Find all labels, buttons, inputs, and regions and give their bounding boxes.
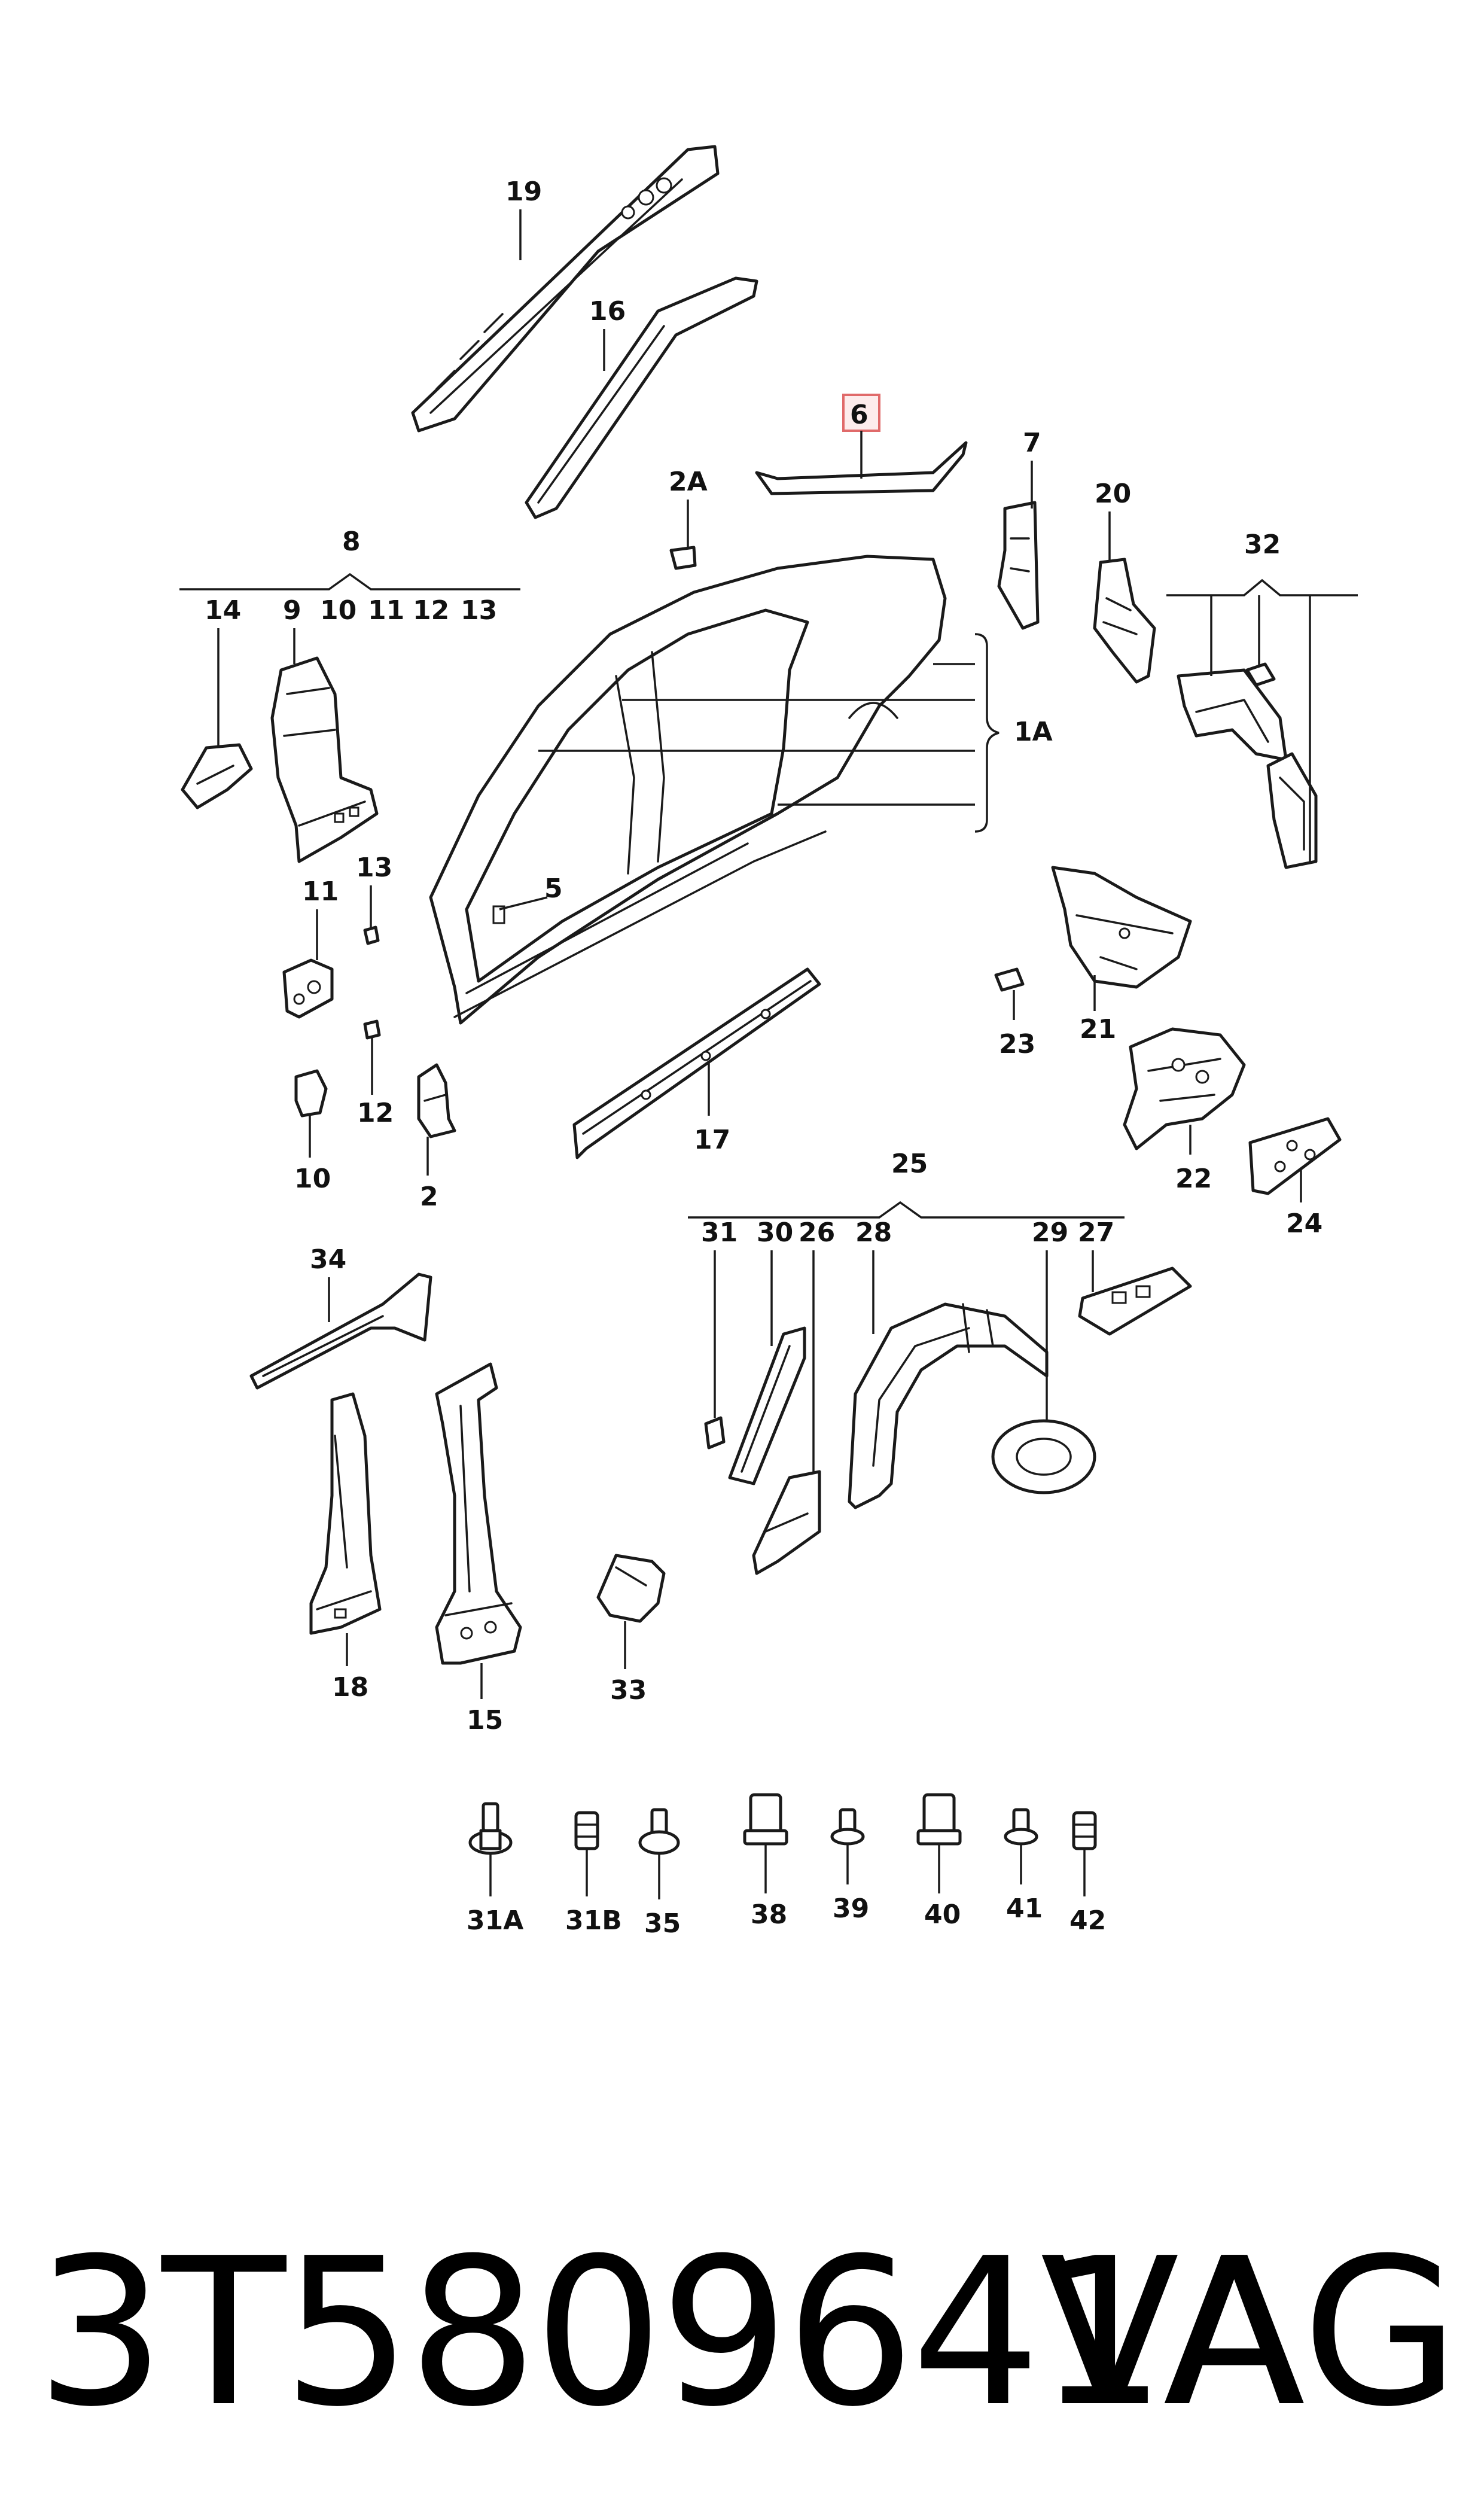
- callout-12-group: 12: [413, 595, 449, 626]
- brand-name: VAG: [1040, 2215, 1459, 2452]
- callout-17: 17: [694, 1125, 730, 1155]
- part-35-bolt: [638, 1808, 680, 1855]
- callout-26: 26: [799, 1217, 835, 1248]
- part-33-bracket: [596, 1554, 666, 1623]
- part-18-b-pillar-inner: [309, 1392, 382, 1635]
- part-41-rivet: [1004, 1808, 1038, 1846]
- callout-35: 35: [644, 1908, 681, 1939]
- part-9-pillar-inner: [270, 656, 379, 863]
- part-2A-plug: [669, 546, 697, 570]
- callout-31A: 31A: [467, 1905, 523, 1936]
- callout-28: 28: [855, 1217, 892, 1248]
- callout-9: 9: [283, 595, 301, 626]
- part-6-roof-frame-strip: [755, 441, 968, 495]
- callout-27: 27: [1078, 1217, 1114, 1248]
- callout-30: 30: [757, 1217, 793, 1248]
- part-20-bracket: [1093, 558, 1156, 684]
- part-42-nut: [1072, 1811, 1097, 1850]
- part-24-panel: [1248, 1117, 1342, 1195]
- callout-22: 22: [1175, 1164, 1212, 1194]
- part-2-bracket: [417, 1063, 456, 1138]
- callout-13-group: 13: [461, 595, 497, 626]
- part-23-plate: [994, 967, 1025, 992]
- callout-2A: 2A: [669, 467, 708, 497]
- callout-1A: 1A: [1014, 717, 1053, 747]
- callout-34: 34: [310, 1244, 346, 1275]
- callout-2: 2: [420, 1182, 438, 1212]
- bracket-32: [1166, 578, 1358, 596]
- callout-21: 21: [1080, 1014, 1116, 1045]
- callout-41: 41: [1006, 1893, 1043, 1924]
- callout-25: 25: [891, 1149, 928, 1179]
- callout-24: 24: [1286, 1208, 1323, 1239]
- callout-8: 8: [342, 526, 361, 557]
- part-19-roof-rail: [411, 145, 720, 433]
- callout-11: 11: [302, 876, 339, 907]
- callout-32: 32: [1244, 529, 1281, 560]
- part-15-b-pillar-outer: [435, 1362, 522, 1665]
- callout-20: 20: [1095, 479, 1131, 509]
- callout-16: 16: [589, 296, 626, 327]
- callout-7: 7: [1023, 428, 1041, 458]
- part-12-patch: [363, 1019, 381, 1040]
- footer: 3T5809641A VAG: [36, 2213, 1459, 2453]
- part-38-rivet-nut: [743, 1793, 788, 1846]
- part-13-patch-upper: [363, 925, 380, 945]
- part-16-a-pillar-reinforcement: [525, 276, 758, 519]
- callout-38: 38: [751, 1899, 787, 1930]
- part-32-wheel-arch-rear: [1266, 752, 1318, 869]
- part-31-clip: [704, 1416, 726, 1450]
- callout-18: 18: [332, 1672, 368, 1703]
- callout-15: 15: [467, 1705, 503, 1735]
- callout-31: 31: [701, 1217, 738, 1248]
- callout-13: 13: [356, 852, 392, 883]
- part-31B-nut: [574, 1811, 599, 1850]
- part-number: 3T5809641A: [36, 2215, 1302, 2452]
- part-28-wheel-housing: [848, 1302, 1049, 1509]
- part-34-rail: [249, 1272, 432, 1390]
- part-1A-body-side-panel: [429, 555, 947, 1025]
- callout-31B: 31B: [565, 1905, 622, 1936]
- callout-10-group: 10: [320, 595, 356, 626]
- callout-19: 19: [505, 176, 542, 207]
- part-26-bracket: [752, 1470, 821, 1575]
- bracket-8: [179, 573, 520, 590]
- part-30-trim: [728, 1326, 806, 1485]
- part-27-plate: [1078, 1266, 1192, 1336]
- callout-40: 40: [924, 1899, 961, 1930]
- part-32-wheel-arch-front: [1177, 668, 1288, 762]
- callout-33: 33: [610, 1675, 647, 1706]
- bracket-1A: [974, 633, 1000, 833]
- part-22-inner-panel: [1123, 1027, 1246, 1150]
- part-14-bracket: [181, 743, 253, 809]
- part-39-rivet: [830, 1808, 865, 1846]
- part-31A-bolt: [468, 1802, 513, 1855]
- callout-39: 39: [833, 1893, 869, 1924]
- callout-10: 10: [294, 1164, 331, 1194]
- part-40-rivet-nut: [916, 1793, 962, 1846]
- leader-5: [499, 896, 548, 911]
- bracket-25: [688, 1201, 1125, 1219]
- part-7-bracket: [997, 501, 1040, 630]
- callout-11-group: 11: [368, 595, 404, 626]
- callout-29: 29: [1032, 1217, 1068, 1248]
- callout-42: 42: [1069, 1905, 1106, 1936]
- callout-5: 5: [544, 873, 563, 904]
- callout-23: 23: [999, 1029, 1035, 1059]
- part-10-clip: [294, 1069, 328, 1118]
- callout-12: 12: [357, 1098, 394, 1128]
- part-17-sill-reinforcement: [572, 967, 821, 1159]
- callout-6: 6: [850, 400, 869, 430]
- part-21-floor-bracket: [1051, 866, 1192, 989]
- callout-14: 14: [205, 595, 241, 626]
- part-11-bracket: [282, 958, 334, 1019]
- highlight-box-6: [842, 394, 880, 432]
- part-29-grommet: [991, 1419, 1096, 1494]
